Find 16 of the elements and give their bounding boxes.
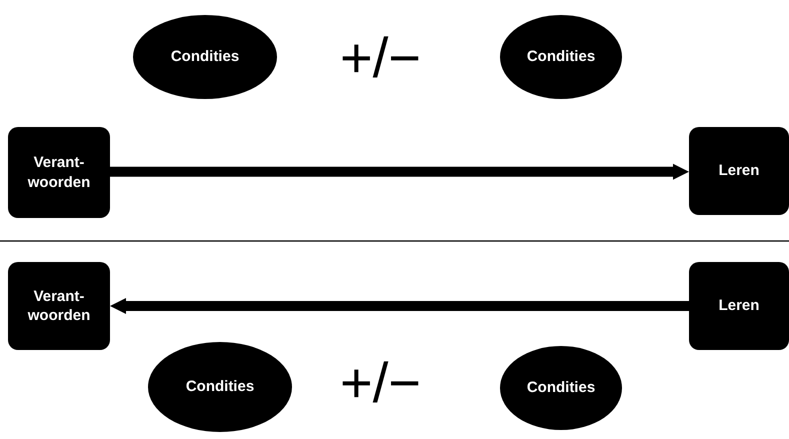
node-label: Leren: [718, 296, 760, 316]
process-box: [689, 127, 789, 215]
node-label: Condities: [526, 378, 596, 398]
process-box: [8, 127, 110, 218]
plus-minus-sign: +/−: [340, 355, 421, 411]
node-label: Condities: [526, 47, 596, 67]
arrow: [110, 164, 689, 180]
process-box: [689, 262, 789, 350]
plus-minus-sign: +/−: [340, 30, 421, 86]
node-label: Verant- woorden: [26, 153, 92, 192]
node-label: Condities: [186, 377, 254, 397]
process-box: [8, 262, 110, 350]
arrow: [110, 298, 689, 314]
node-label: Condities: [170, 47, 240, 67]
node-label: Leren: [718, 161, 760, 181]
node-label: Verant- woorden: [26, 286, 92, 326]
